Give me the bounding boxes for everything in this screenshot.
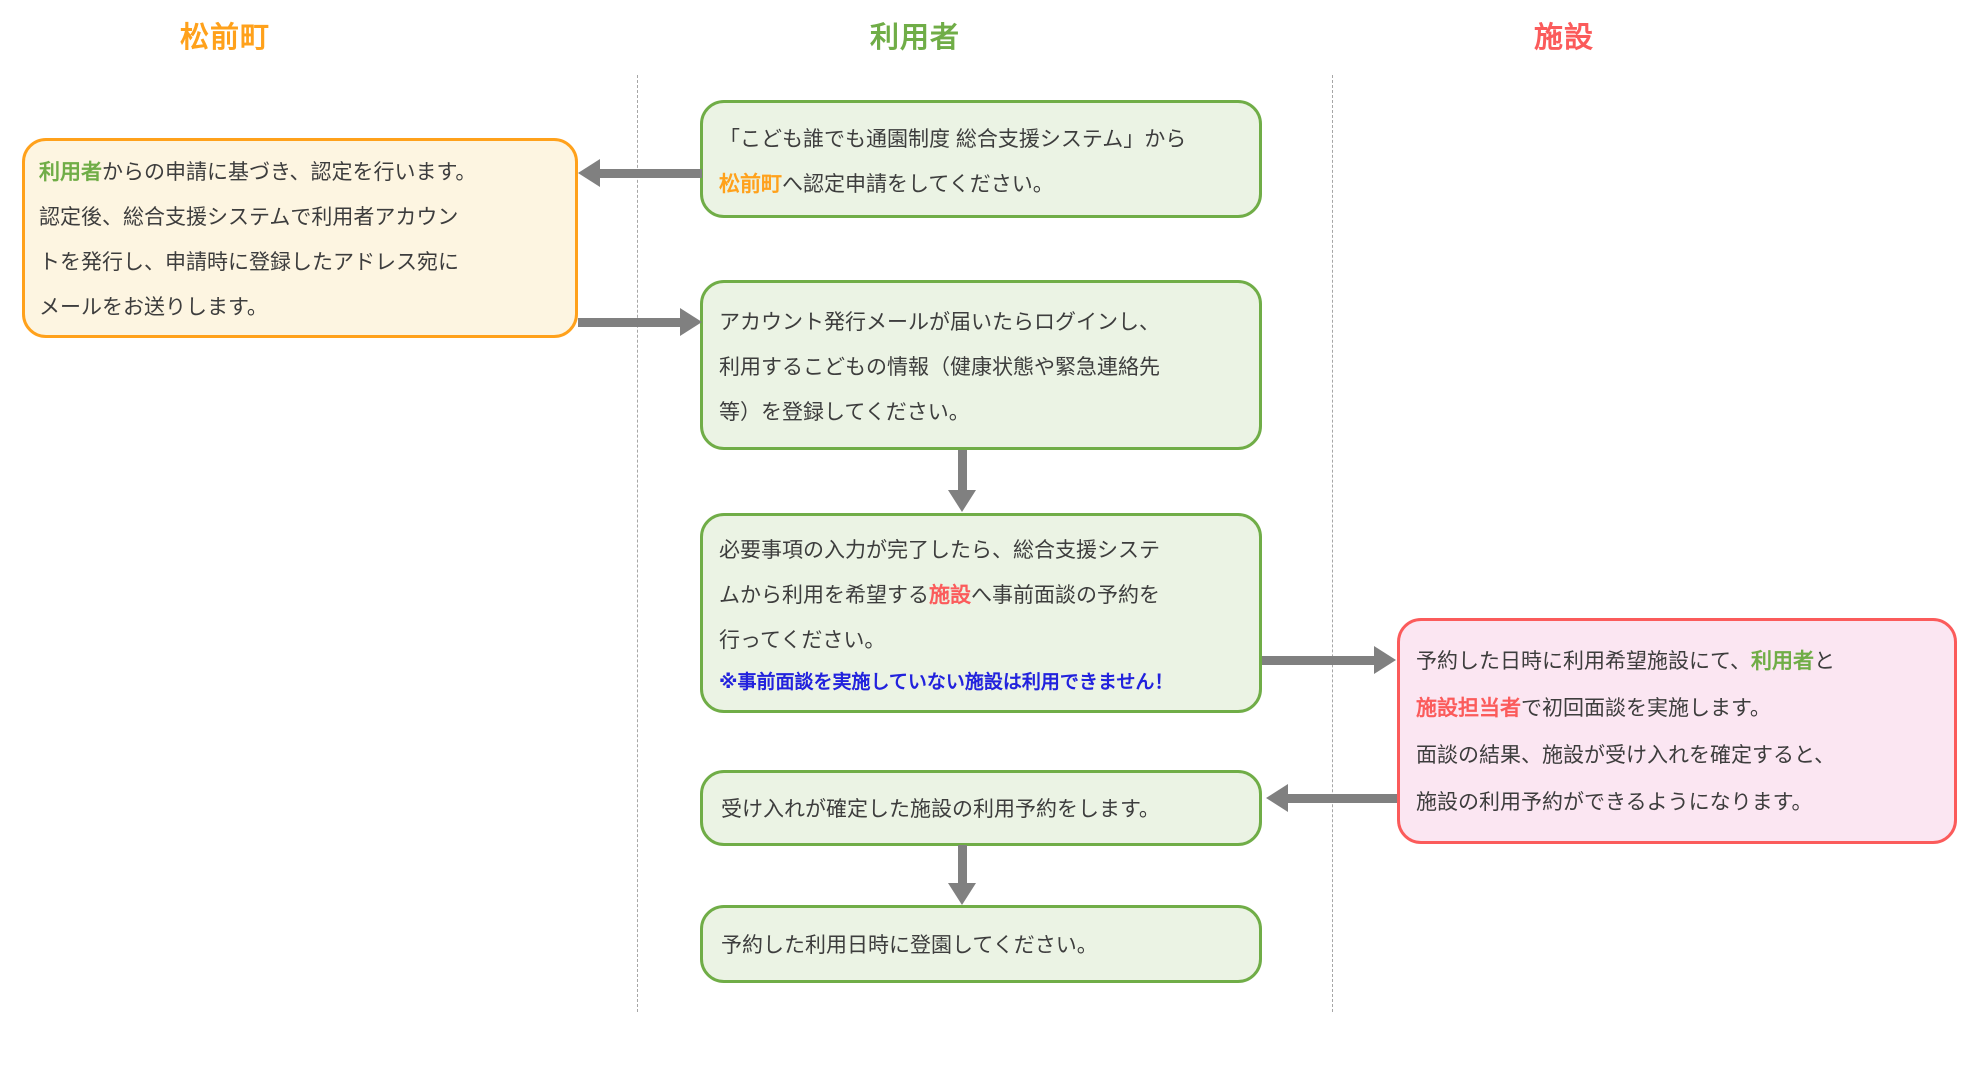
arrow-step3-to-facility-head-icon xyxy=(1374,646,1396,674)
column-divider-left xyxy=(637,75,638,1012)
arrow-step4-to-step5-head-icon xyxy=(948,883,976,905)
step-attend-box: 予約した利用日時に登園してください。 xyxy=(700,905,1262,983)
step-reserve-interview-box: 必要事項の入力が完了したら、総合支援システムから利用を希望する施設へ事前面談の予… xyxy=(700,513,1262,713)
column-header-user: 利用者 xyxy=(869,22,960,54)
step-use-reservation-box: 受け入れが確定した施設の利用予約をします。 xyxy=(700,770,1262,846)
step-register-child-info-box: アカウント発行メールが届いたらログインし、利用するこどもの情報（健康状態や緊急連… xyxy=(700,280,1262,450)
column-header-matsumae: 松前町 xyxy=(179,22,270,54)
arrow-matsumae-to-step2-head-icon xyxy=(680,308,702,336)
arrow-step2-to-step3-head-icon xyxy=(948,490,976,512)
facility-interview-box: 予約した日時に利用希望施設にて、利用者と施設担当者で初回面談を実施します。面談の… xyxy=(1397,618,1957,844)
arrow-facility-to-step4-shaft xyxy=(1288,794,1397,803)
arrow-step2-to-step3-shaft xyxy=(958,450,967,492)
arrow-step1-to-matsumae-head-icon xyxy=(578,159,600,187)
column-header-facility: 施設 xyxy=(1533,22,1594,54)
arrow-matsumae-to-step2-shaft xyxy=(578,318,682,327)
arrow-step1-to-matsumae-shaft xyxy=(598,169,702,178)
arrow-facility-to-step4-head-icon xyxy=(1266,784,1288,812)
arrow-step3-to-facility-shaft xyxy=(1262,656,1376,665)
arrow-step4-to-step5-shaft xyxy=(958,845,967,885)
matsumae-certification-box: 利用者からの申請に基づき、認定を行います。認定後、総合支援システムで利用者アカウ… xyxy=(22,138,578,338)
column-divider-right xyxy=(1332,75,1333,1012)
step-apply-box: 「こども誰でも通園制度 総合支援システム」から松前町へ認定申請をしてください。 xyxy=(700,100,1262,218)
